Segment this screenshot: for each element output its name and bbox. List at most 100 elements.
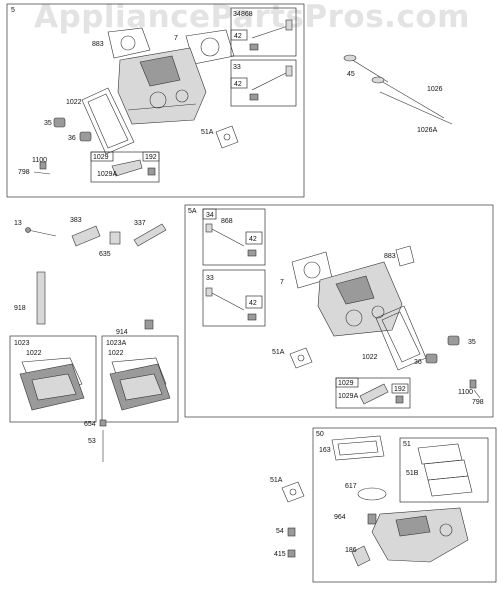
section-50: 50 51 163 617 51B 964 186 [312,427,497,583]
callout-l1022-b1: 1022 [26,350,42,357]
callout-l337: 337 [134,220,146,227]
callout-b192-mid: 192 [394,386,406,393]
dipstick-tube-918[interactable] [36,271,46,325]
cylinder-head-mid[interactable] [317,261,403,337]
bolt-13[interactable] [27,229,57,237]
callout-s1023: 1023 [14,340,30,347]
clip-1100-mid[interactable] [469,379,477,389]
callout-l13: 13 [14,220,22,227]
nut-192-mid[interactable] [395,395,404,404]
callout-l51b: 51B [406,470,419,477]
bracket-1029[interactable] [111,159,143,177]
callout-l36-top: 36 [68,135,76,142]
callout-l918: 918 [14,305,26,312]
callout-l868-mid: 868 [221,218,233,225]
callout-l51a-top: 51A [201,129,214,136]
section-1023: 1023 1022 [9,335,97,423]
callout-l45: 45 [347,71,355,78]
gasket-51a-bottom[interactable] [281,481,305,503]
pushrod-1026[interactable] [375,77,445,119]
nut-192[interactable] [147,167,156,176]
watermark-text: AppliancePartsPros.com [34,0,470,35]
valve-45[interactable] [343,54,357,62]
valve-34-mid[interactable] [209,227,245,247]
section-5-label: 5 [11,7,15,14]
screw-798[interactable] [33,171,51,175]
callout-l35-top: 35 [44,120,52,127]
callout-s50: 50 [316,431,324,438]
screw-54[interactable] [287,527,296,537]
callout-l7-top: 7 [174,35,178,42]
cover-gasket-1022[interactable] [81,87,135,155]
callout-b33-mid: 33 [206,275,214,282]
callout-l1022-mid: 1022 [362,354,378,361]
section-1023a: 1023A 1022 [101,335,179,423]
callout-l914: 914 [116,329,128,336]
breather-parts: 654 53 [84,419,107,462]
callout-l53: 53 [88,438,96,445]
callout-l1100-mid: 1100 [458,389,473,396]
clip-1100[interactable] [39,161,47,170]
callout-l383: 383 [70,217,82,224]
spark-plug-383[interactable] [71,225,101,247]
screw-964[interactable] [367,513,377,525]
callout-l654: 654 [84,421,96,428]
callout-l163: 163 [319,447,331,454]
callout-b42-top2: 42 [234,81,242,88]
callout-l1100-top: 1100 [32,157,47,164]
callout-b34-top: 34 [233,11,241,18]
intake-gasket-51a[interactable] [215,125,239,149]
callout-l51a-bot: 51A [270,477,283,484]
valve-33[interactable] [251,71,289,91]
gasket-883-mid[interactable] [395,245,415,267]
gasket-51b[interactable] [427,475,473,497]
screw-914[interactable] [144,319,154,330]
callout-l7-mid: 7 [280,279,284,286]
pushrod-1026a[interactable] [379,91,453,125]
pushrods-group: 45 1026 1026A [343,54,453,134]
spring-36-mid[interactable] [425,353,438,364]
callout-l1026a: 1026A [417,127,438,134]
callout-b1029-mid: 1029 [338,380,354,387]
valve-33-mid[interactable] [209,291,245,311]
valve-34[interactable] [251,25,289,39]
spring-36[interactable] [79,131,92,142]
intake-gasket-51a-mid[interactable] [289,347,313,369]
callout-l1022-b2: 1022 [108,350,124,357]
spring-35[interactable] [53,117,66,128]
callout-l1029a-mid: 1029A [338,393,359,400]
callout-l51a-mid: 51A [272,349,285,356]
nut-415[interactable] [287,549,296,558]
plug-654[interactable] [99,419,107,427]
callout-l798-top: 798 [18,169,30,176]
callout-b1029-top: 1029 [93,154,109,161]
section-5: 5 34 42 [6,3,305,198]
callout-s5a: 5A [188,208,197,215]
loose-parts: 13 383 337 635 918 914 [14,217,167,336]
callout-l1026: 1026 [427,86,443,93]
section-5a: 5A 34 42 868 33 42 [184,204,494,418]
callout-l868-top: 868 [241,11,253,18]
callout-b192-top: 192 [145,154,157,161]
gasket-883[interactable] [107,27,151,59]
gasket-163[interactable] [331,435,385,461]
callout-l36-mid: 36 [414,359,422,366]
fitting-186[interactable] [351,545,371,567]
callout-b42-mid1: 42 [249,236,257,243]
bracket-1029-mid[interactable] [359,383,389,405]
screw-798-mid[interactable] [473,389,481,399]
callout-s1023a: 1023A [106,340,127,347]
callout-l964: 964 [334,514,346,521]
callout-l635: 635 [99,251,111,258]
intake-manifold[interactable] [371,507,469,563]
spring-35-mid[interactable] [447,335,460,346]
cylinder-head[interactable] [117,47,207,125]
callout-l617: 617 [345,483,357,490]
o-ring-617[interactable] [357,487,387,501]
callout-l35-mid: 35 [468,339,476,346]
callout-l186: 186 [345,547,357,554]
cap-635[interactable] [109,231,121,245]
callout-l54: 54 [276,528,284,535]
plug-337[interactable] [133,223,167,247]
callout-l883-mid: 883 [384,253,396,260]
